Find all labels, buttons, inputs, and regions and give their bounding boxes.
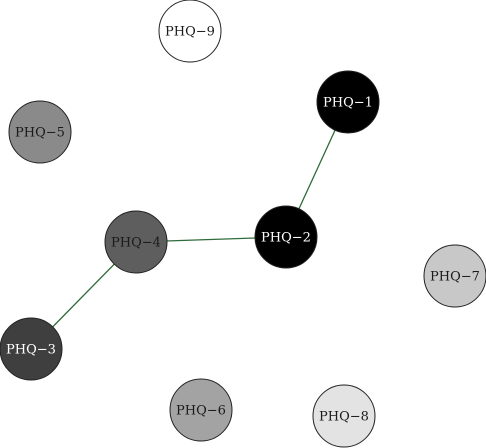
node-phq-8: PHQ−8 <box>312 384 376 448</box>
node-phq-6: PHQ−6 <box>169 378 233 442</box>
node-circle <box>158 0 222 63</box>
node-circle <box>254 205 318 269</box>
node-phq-1: PHQ−1 <box>316 70 380 134</box>
node-circle <box>8 100 72 164</box>
node-circle <box>316 70 380 134</box>
node-circle <box>0 317 63 381</box>
node-label: PHQ−4 <box>111 236 161 251</box>
node-circle <box>104 210 168 274</box>
node-phq-2: PHQ−2 <box>254 205 318 269</box>
node-phq-5: PHQ−5 <box>8 100 72 164</box>
node-circle <box>169 378 233 442</box>
node-circle <box>312 384 376 448</box>
node-label: PHQ−5 <box>15 126 65 141</box>
node-phq-9: PHQ−9 <box>158 0 222 63</box>
node-phq-3: PHQ−3 <box>0 317 63 381</box>
node-phq-7: PHQ−7 <box>423 244 486 308</box>
node-label: PHQ−6 <box>176 404 226 419</box>
node-label: PHQ−8 <box>319 410 369 425</box>
node-phq-4: PHQ−4 <box>104 210 168 274</box>
node-label: PHQ−9 <box>165 25 215 40</box>
node-label: PHQ−3 <box>6 343 56 358</box>
node-label: PHQ−7 <box>430 270 480 285</box>
node-label: PHQ−2 <box>261 231 311 246</box>
node-circle <box>423 244 486 308</box>
node-label: PHQ−1 <box>323 96 373 111</box>
